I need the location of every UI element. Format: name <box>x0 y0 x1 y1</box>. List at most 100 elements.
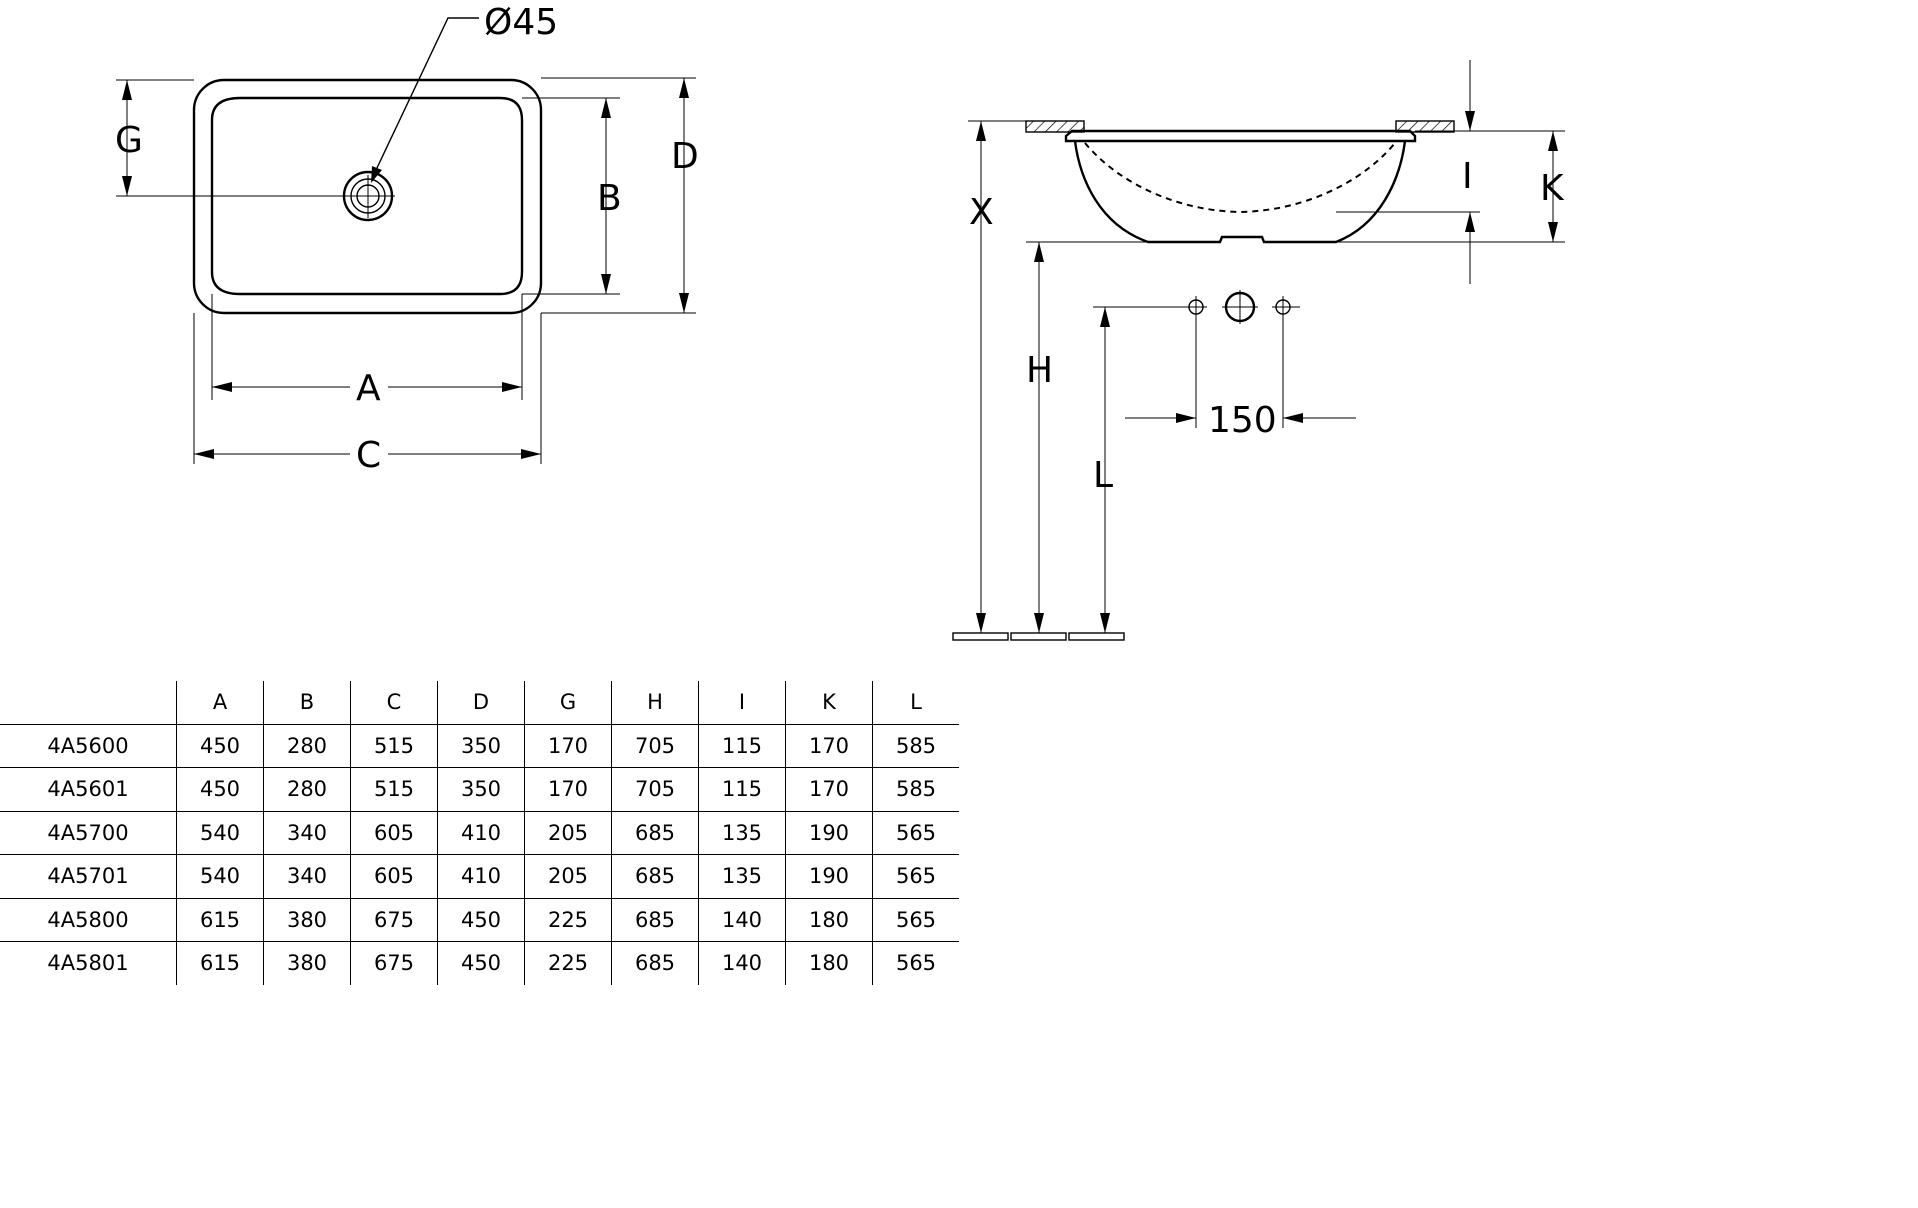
header-cell: K <box>785 681 873 725</box>
model-number: 4A5701 <box>0 854 177 899</box>
header-model <box>0 681 177 725</box>
table-cell: 170 <box>785 724 873 768</box>
table-cell: 135 <box>698 811 786 855</box>
table-cell: 135 <box>698 854 786 899</box>
dim-D-label: D <box>671 136 699 177</box>
table-cell: 605 <box>350 811 438 855</box>
technical-drawing: Ø45 G B D <box>115 2 1565 641</box>
header-cell: C <box>350 681 438 725</box>
table-cell: 705 <box>611 724 699 768</box>
table-cell: 685 <box>611 898 699 942</box>
basin-bowl-profile <box>1073 140 1407 244</box>
table-cell: 540 <box>176 854 264 899</box>
table-cell: 280 <box>263 767 351 812</box>
dim-B-label: B <box>597 178 622 219</box>
table-cell: 170 <box>524 767 612 812</box>
header-cell: I <box>698 681 786 725</box>
table-cell: 605 <box>350 854 438 899</box>
dim-L-label: L <box>1093 455 1113 496</box>
floor-plate-3 <box>1068 632 1125 641</box>
dim-C: C <box>193 313 542 476</box>
drain-symbol <box>336 170 395 222</box>
table-cell: 450 <box>437 941 525 985</box>
table-cell: 180 <box>785 898 873 942</box>
dim-D: D <box>541 77 699 314</box>
table-cell: 180 <box>785 941 873 985</box>
model-number: 4A5700 <box>0 811 177 855</box>
table-cell: 190 <box>785 854 873 899</box>
model-number: 4A5600 <box>0 724 177 768</box>
table-cell: 340 <box>263 811 351 855</box>
dim-X-label: X <box>969 192 994 233</box>
dim-K: K <box>1336 130 1565 243</box>
table-cell: 450 <box>437 898 525 942</box>
dim-L: L <box>1093 306 1185 633</box>
table-cell: 615 <box>176 941 264 985</box>
floor-plate-2 <box>1010 632 1067 641</box>
table-cell: 675 <box>350 941 438 985</box>
table-cell: 170 <box>785 767 873 812</box>
dim-G-label: G <box>115 120 143 161</box>
table-cell: 410 <box>437 811 525 855</box>
model-number: 4A5801 <box>47 951 129 976</box>
basin-rim <box>1064 129 1417 143</box>
header-cell: A <box>176 681 264 725</box>
table-cell: 190 <box>785 811 873 855</box>
table-cell: 540 <box>176 811 264 855</box>
table-cell: 585 <box>872 724 959 768</box>
table-cell: 170 <box>524 724 612 768</box>
table-cell: 585 <box>872 767 959 812</box>
table-cell: 565 <box>872 854 959 899</box>
table-cell: 115 <box>698 724 786 768</box>
table-cell: 450 <box>176 767 264 812</box>
table-cell: 350 <box>437 767 525 812</box>
header-cell: L <box>872 681 959 725</box>
table-cell: 515 <box>350 724 438 768</box>
table-cell: 410 <box>437 854 525 899</box>
tap-spacing-label: 150 <box>1208 400 1277 441</box>
table-cell: 380 <box>263 898 351 942</box>
header-cell: D <box>437 681 525 725</box>
dim-H-label: H <box>1026 350 1053 391</box>
dim-H: H <box>1026 241 1148 633</box>
table-cell: 280 <box>263 724 351 768</box>
table-cell: 675 <box>350 898 438 942</box>
table-cell: 565 <box>872 898 959 942</box>
countertop-right <box>1395 120 1455 133</box>
table-cell: 685 <box>611 854 699 899</box>
dim-150: 150 <box>1125 318 1356 441</box>
table-cell: 115 <box>698 767 786 812</box>
table-cell: 450 <box>176 724 264 768</box>
table-cell: 350 <box>437 724 525 768</box>
table-cell: 225 <box>524 898 612 942</box>
drain-diameter-label: Ø45 <box>484 2 558 43</box>
table-cell: 205 <box>524 854 612 899</box>
table-cell: 205 <box>524 811 612 855</box>
table-cell: 705 <box>611 767 699 812</box>
countertop-left <box>1025 120 1085 133</box>
header-cell: B <box>263 681 351 725</box>
header-cell: H <box>611 681 699 725</box>
table-cell: 565 <box>872 811 959 855</box>
table-header-row: A B C D G H I K L <box>0 681 959 725</box>
dim-A-label: A <box>356 368 381 409</box>
table-cell: 140 <box>698 898 786 942</box>
table-cell: 685 <box>611 941 699 985</box>
floor-plate-1 <box>952 632 1009 641</box>
dim-A: A <box>211 294 523 409</box>
table-cell: 515 <box>350 767 438 812</box>
table-cell: 225 <box>524 941 612 985</box>
basin-inner-outline <box>210 96 524 296</box>
side-view: X H L <box>952 60 1565 641</box>
table-cell: 565 <box>872 941 959 985</box>
table-cell: 380 <box>263 941 351 985</box>
table-cell: 340 <box>263 854 351 899</box>
top-view: Ø45 G B D <box>115 2 699 476</box>
dim-C-label: C <box>356 435 381 476</box>
